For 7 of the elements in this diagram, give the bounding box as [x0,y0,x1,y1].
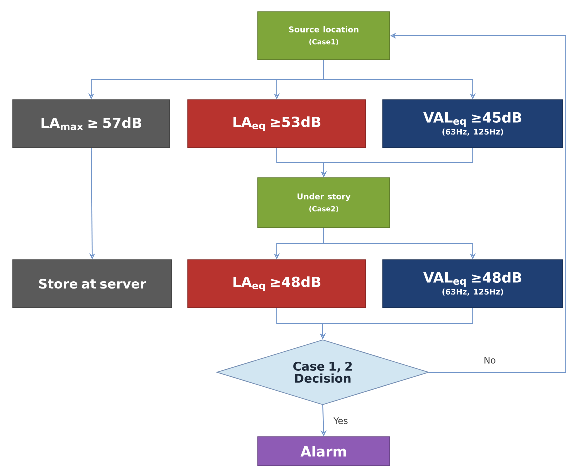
edge-label: Yes [334,418,348,424]
process-box: LA$_{eq}$ ≥53dB [188,100,366,148]
process-box: LA$_{max}$ ≥ 57dB [12,100,170,148]
process-box: LA$_{eq}$ ≥48dB [188,260,366,308]
process-box: Alarm [258,436,390,466]
process-box: Store at server [12,260,172,308]
edge-label: No [484,357,496,364]
